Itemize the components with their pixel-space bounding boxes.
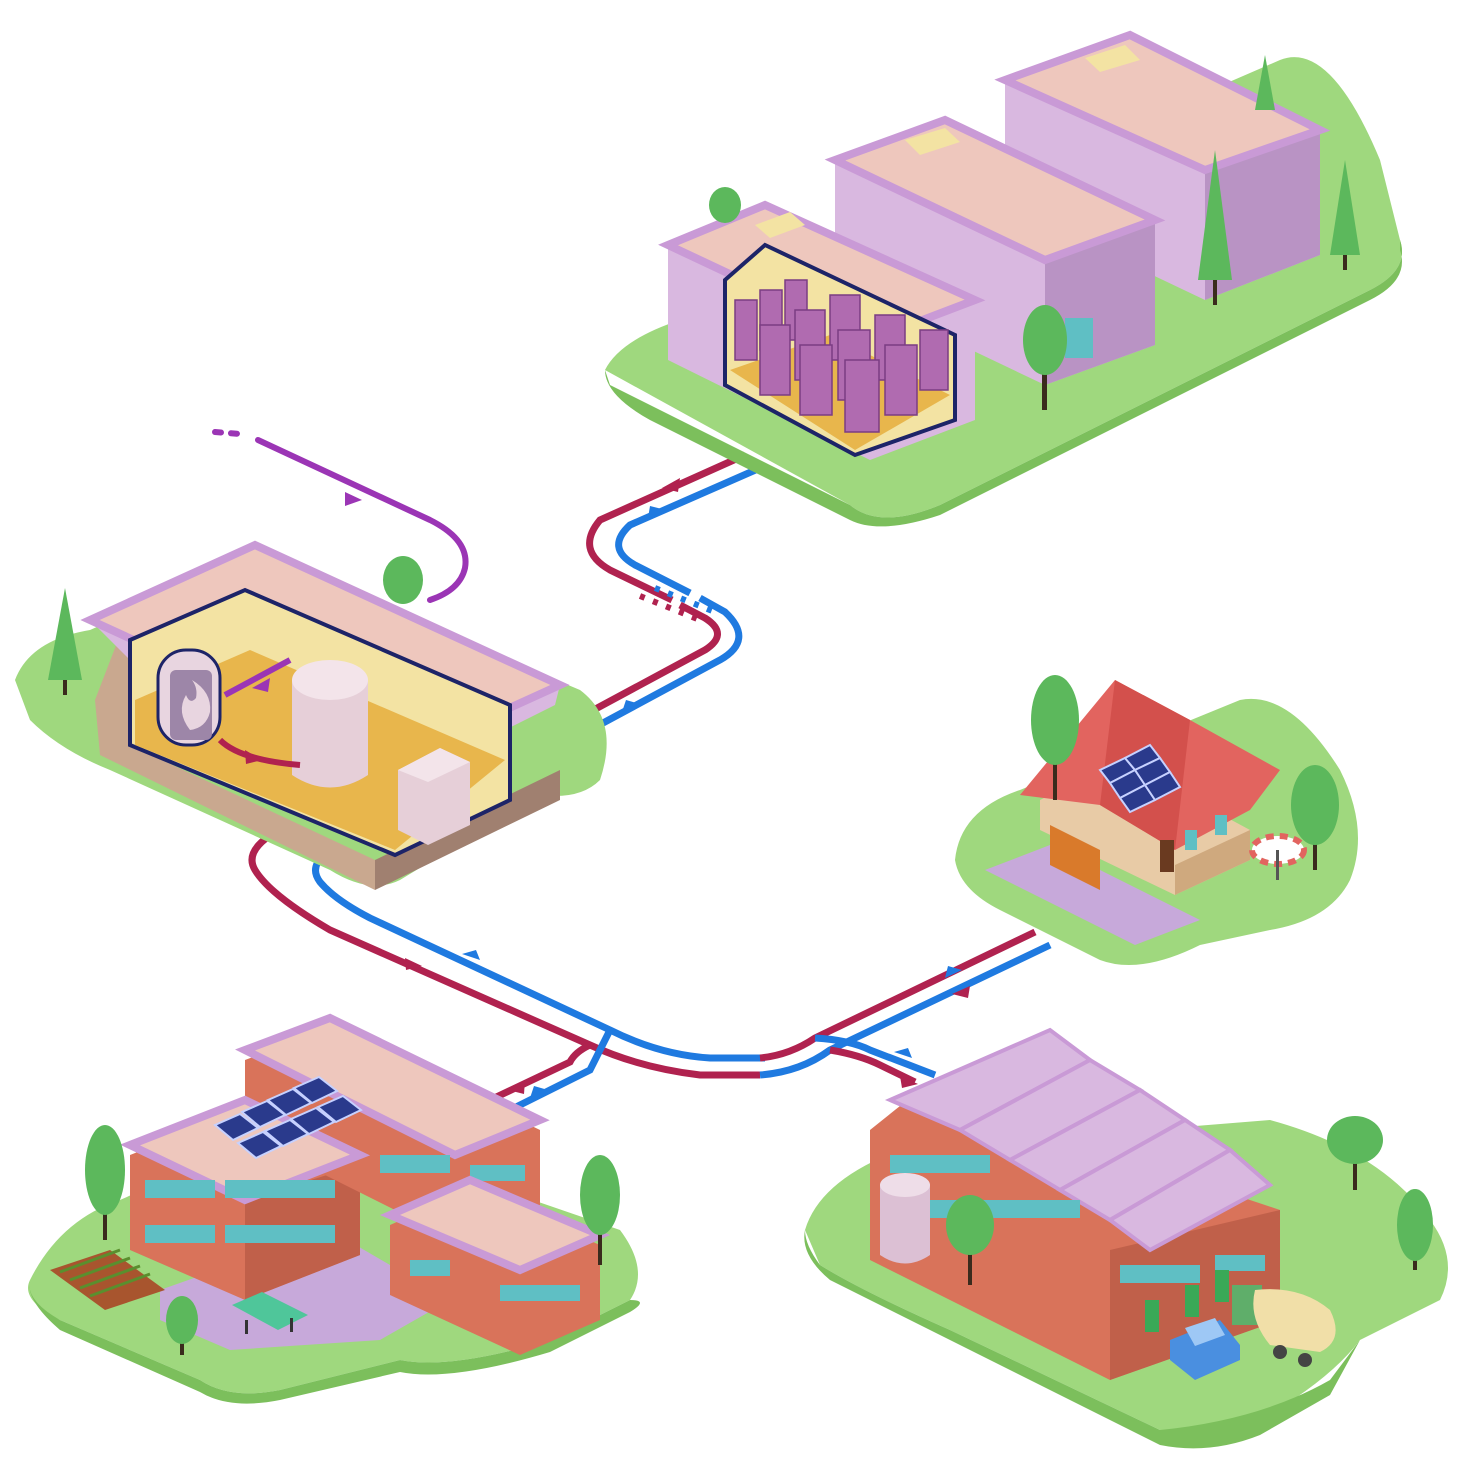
solar-panel-icon — [213, 1075, 363, 1160]
cold-flow-arrow — [622, 700, 640, 712]
window — [1185, 830, 1197, 850]
tree-icon — [383, 556, 423, 604]
tanker-truck-icon — [1232, 1285, 1336, 1367]
server-racks-icon — [734, 279, 949, 433]
tree-icon — [48, 588, 82, 695]
pipe-network-to-factory — [814, 1034, 937, 1088]
cold-flow-arrow — [945, 966, 962, 978]
school-node — [28, 1013, 640, 1404]
pipe-network-to-school — [488, 1028, 614, 1119]
sawtooth-roof — [884, 1027, 1274, 1253]
hot-flow-arrow — [662, 478, 680, 492]
source-flow-arrow — [345, 492, 362, 506]
school-building — [119, 1013, 611, 1355]
energy-plant-node — [15, 540, 607, 890]
front-door — [1160, 840, 1174, 872]
house-node — [955, 675, 1358, 965]
tree-icon — [85, 1125, 125, 1240]
hot-flow-arrow — [508, 1080, 525, 1094]
tree-icon — [1031, 675, 1079, 800]
storage-silo-icon — [880, 1173, 930, 1264]
tree-icon — [1330, 160, 1360, 270]
pipe-network-to-house — [759, 928, 1052, 1079]
storage-tank-icon — [292, 660, 368, 788]
tree-icon — [1327, 1116, 1383, 1190]
tree-icon — [709, 187, 741, 223]
boiler-flame-icon — [156, 648, 222, 747]
pipe-plant-to-datacenter — [573, 451, 762, 734]
tree-icon — [1397, 1189, 1433, 1270]
tree-icon — [946, 1195, 994, 1285]
hot-flow-arrow — [952, 986, 970, 998]
source-pipe — [212, 429, 469, 603]
hot-flow-arrow — [900, 1076, 918, 1088]
garage-door — [1050, 825, 1100, 890]
tree-icon — [1198, 150, 1232, 305]
cold-flow-arrow — [462, 950, 480, 960]
data-center-node — [605, 30, 1402, 527]
heat-exchanger-icon — [398, 748, 470, 845]
cold-flow-arrow — [648, 506, 666, 518]
patio-umbrella-icon — [1249, 833, 1307, 880]
ping-pong-table-icon — [232, 1292, 308, 1334]
cold-flow-arrow — [894, 1048, 912, 1058]
house-building — [1020, 680, 1280, 895]
car-icon — [1170, 1318, 1240, 1380]
tree-icon — [1255, 55, 1275, 110]
windows — [145, 1155, 525, 1243]
entrance-door — [1065, 318, 1093, 358]
tree-icon — [1291, 765, 1339, 870]
solar-panel-icon — [1098, 743, 1182, 814]
window — [1215, 815, 1227, 835]
tree-icon — [166, 1296, 198, 1355]
ev-charger-icon — [1145, 1270, 1229, 1332]
hot-flow-arrow — [405, 958, 422, 970]
cold-flow-arrow — [530, 1086, 548, 1098]
garden-bed-icon — [50, 1248, 165, 1310]
factory-node — [804, 1027, 1448, 1449]
tree-icon — [1023, 305, 1067, 410]
tree-icon — [580, 1155, 620, 1265]
